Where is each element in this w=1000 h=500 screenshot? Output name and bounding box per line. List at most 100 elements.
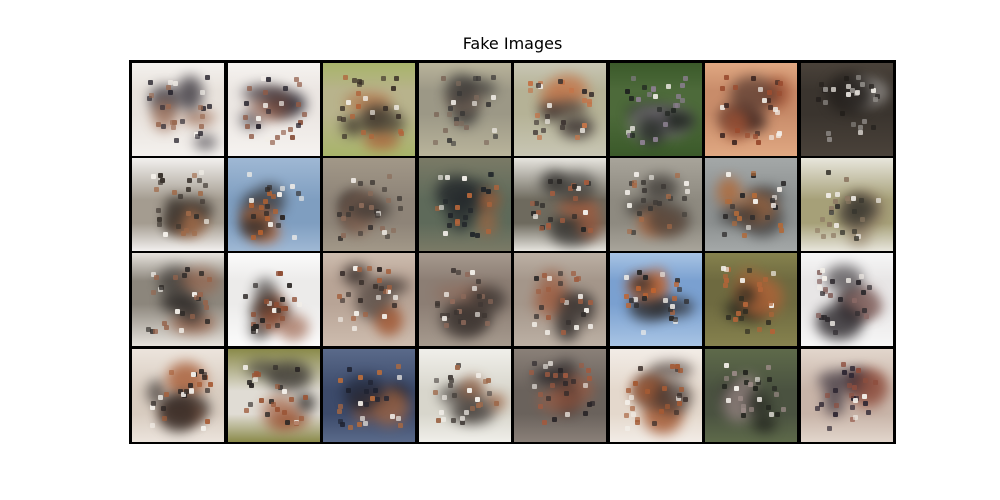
texture-speck [633,303,639,309]
texture-speck [849,373,855,379]
texture-speck [151,401,156,407]
texture-speck [859,217,865,223]
texture-speck [361,129,367,135]
texture-speck [747,267,753,273]
texture-speck [436,418,442,424]
texture-speck [162,321,168,327]
texture-speck [576,185,582,191]
texture-speck [156,217,162,223]
texture-speck [248,202,254,208]
texture-speck [576,275,582,281]
texture-speck [737,216,743,222]
generated-image-tile [514,158,606,252]
texture-speck [275,271,281,277]
texture-speck [727,199,733,205]
texture-speck [739,278,745,284]
texture-speck [582,122,588,128]
texture-speck [588,300,594,306]
texture-speck [438,410,444,416]
texture-speck [587,101,593,107]
texture-speck [570,379,576,385]
texture-speck [202,374,208,380]
texture-blob [722,107,749,140]
texture-blob [157,395,200,432]
texture-speck [450,418,456,424]
texture-speck [642,187,648,193]
texture-speck [862,401,868,407]
texture-speck [254,323,260,329]
texture-speck [545,329,551,335]
texture-speck [649,174,654,180]
texture-speck [190,372,196,378]
texture-speck [287,282,293,288]
texture-speck [723,282,729,288]
texture-speck [347,366,353,372]
texture-speck [159,104,165,110]
texture-speck [559,125,565,131]
texture-speck [573,277,579,283]
texture-speck [652,137,658,143]
texture-speck [671,107,677,113]
texture-speck [626,202,632,208]
texture-speck [558,271,564,277]
texture-speck [845,83,851,89]
texture-speck [366,265,372,271]
texture-speck [826,136,832,142]
texture-speck [202,182,208,188]
texture-speck [740,404,746,410]
texture-blob [630,275,654,292]
texture-speck [299,415,305,421]
texture-speck [748,406,754,412]
texture-speck [665,403,671,409]
texture-speck [825,316,831,322]
texture-speck [476,293,482,299]
texture-speck [179,311,185,317]
texture-speck [757,281,763,287]
texture-speck [340,105,346,111]
texture-speck [537,135,543,141]
texture-speck [673,316,679,322]
texture-speck [445,175,451,181]
texture-speck [766,365,772,371]
texture-speck [152,328,158,334]
generated-image-tile [418,63,511,156]
texture-speck [756,397,762,403]
texture-speck [151,290,157,296]
texture-speck [641,179,647,185]
texture-speck [248,382,254,388]
texture-speck [574,134,580,140]
texture-speck [743,379,749,385]
texture-speck [625,129,631,135]
texture-speck [186,187,192,193]
texture-speck [395,114,401,120]
texture-speck [474,396,480,402]
texture-blob [342,116,363,136]
texture-speck [558,281,564,287]
texture-speck [833,329,839,335]
texture-speck [203,300,209,306]
texture-speck [206,277,212,283]
texture-blob [825,264,864,293]
texture-speck [724,102,730,108]
texture-speck [640,198,646,204]
texture-speck [341,216,347,222]
texture-speck [667,224,673,230]
texture-speck [199,90,205,96]
texture-speck [624,400,630,406]
texture-speck [357,82,363,88]
texture-speck [650,288,656,294]
texture-speck [188,382,194,388]
texture-speck [276,223,281,229]
texture-speck [363,402,369,408]
texture-speck [463,125,469,131]
texture-speck [288,126,294,132]
texture-speck [477,302,483,308]
texture-speck [850,87,856,93]
texture-speck [487,172,493,178]
texture-speck [644,388,650,394]
texture-speck [244,407,250,413]
texture-speck [483,379,489,385]
texture-speck [246,379,252,385]
texture-speck [675,367,681,373]
texture-speck [197,292,203,297]
